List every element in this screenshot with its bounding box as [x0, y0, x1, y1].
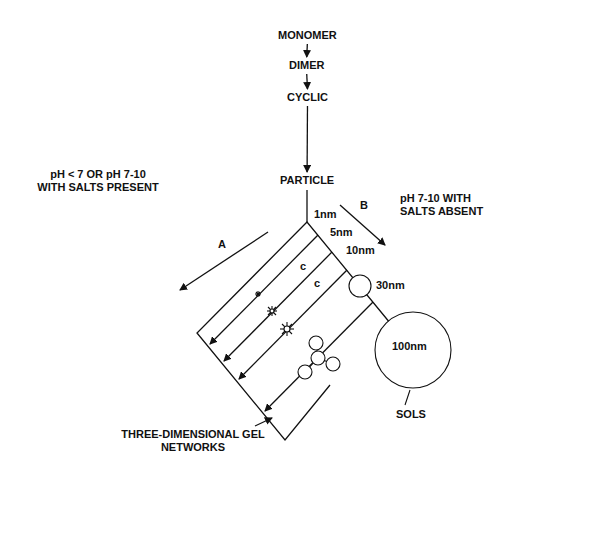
annotation-label: THREE-DIMENSIONAL GEL NETWORKS [118, 428, 268, 454]
annotation-label: pH 7-10 WITH SALTS ABSENT [400, 192, 498, 218]
step-text: PARTICLE [280, 174, 334, 187]
step-node: PARTICLE [277, 173, 337, 188]
step-text: DIMER [289, 59, 324, 72]
step-node: MONOMER [275, 28, 340, 43]
annotation-label: 100nm [392, 340, 436, 353]
annotation-label: pH < 7 OR pH 7-10 WITH SALTS PRESENT [36, 168, 160, 194]
flow-arrow [306, 106, 308, 172]
annotation-label: 5nm [330, 226, 364, 239]
callout-letter: B [360, 199, 372, 212]
annotation-label: SOLS [396, 408, 436, 421]
annotation-label: 30nm [376, 279, 416, 292]
annotation-label: 10nm [346, 244, 386, 257]
flow-arrow [306, 74, 308, 89]
callout-letter: c [312, 277, 322, 290]
callout-letter: A [218, 238, 230, 251]
step-text: CYCLIC [287, 91, 328, 104]
callout-letter: c [298, 260, 308, 273]
flow-arrow [306, 44, 308, 57]
step-text: MONOMER [278, 29, 337, 42]
step-node: DIMER [286, 58, 327, 73]
step-node: CYCLIC [284, 90, 331, 105]
annotation-label: 1nm [314, 208, 348, 221]
